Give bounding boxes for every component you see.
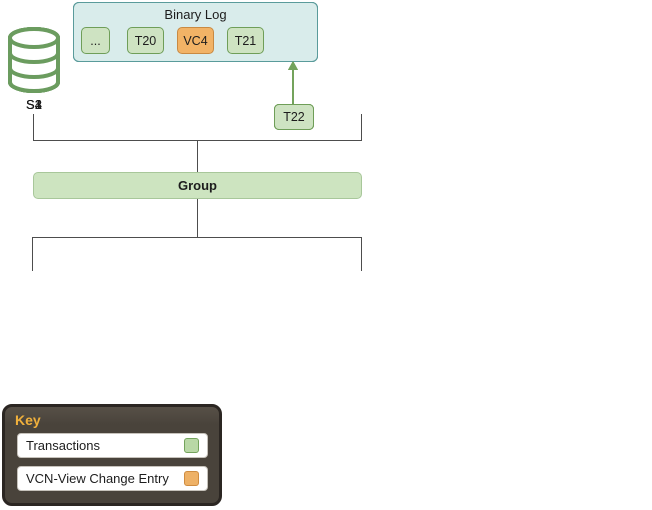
- log-entry: T20: [127, 27, 164, 54]
- connector-line-bottom: [33, 237, 362, 238]
- key-title: Key: [15, 412, 41, 428]
- key-row-view-change: VCN-View Change Entry: [17, 466, 208, 491]
- view-change-swatch: [184, 471, 199, 486]
- pending-transaction: T22: [274, 104, 314, 130]
- server-label: S1: [26, 97, 42, 112]
- key-row-label: VCN-View Change Entry: [26, 471, 169, 486]
- connector-line-s1: [33, 114, 34, 140]
- key-panel: Key Transactions VCN-View Change Entry: [2, 404, 222, 506]
- binary-log-title: Binary Log: [164, 7, 227, 22]
- connector-line-s4: [361, 237, 362, 271]
- server-label: S3: [26, 97, 42, 112]
- log-entry: VC4: [177, 27, 214, 54]
- connector-line-to-group: [197, 140, 198, 172]
- arrow-up-icon: [292, 70, 294, 104]
- key-row-label: Transactions: [26, 438, 100, 453]
- server-section-s4: Binary Log ... T20 VC4 T21 S4 T22: [0, 0, 330, 190]
- arrow-up-icon: [288, 61, 298, 70]
- server-label: S4: [26, 97, 42, 112]
- log-entry: T21: [227, 27, 264, 54]
- binary-log-panel: Binary Log ... T20 VC4 T21: [73, 2, 318, 62]
- log-entry: ...: [81, 27, 110, 54]
- connector-line-from-group: [197, 199, 198, 237]
- connector-line-s3: [32, 237, 33, 271]
- database-icon: [5, 26, 63, 94]
- group-node: Group: [33, 172, 362, 199]
- connector-line-s2: [361, 114, 362, 140]
- key-row-transactions: Transactions: [17, 433, 208, 458]
- transaction-swatch: [184, 438, 199, 453]
- server-label: S2: [26, 97, 42, 112]
